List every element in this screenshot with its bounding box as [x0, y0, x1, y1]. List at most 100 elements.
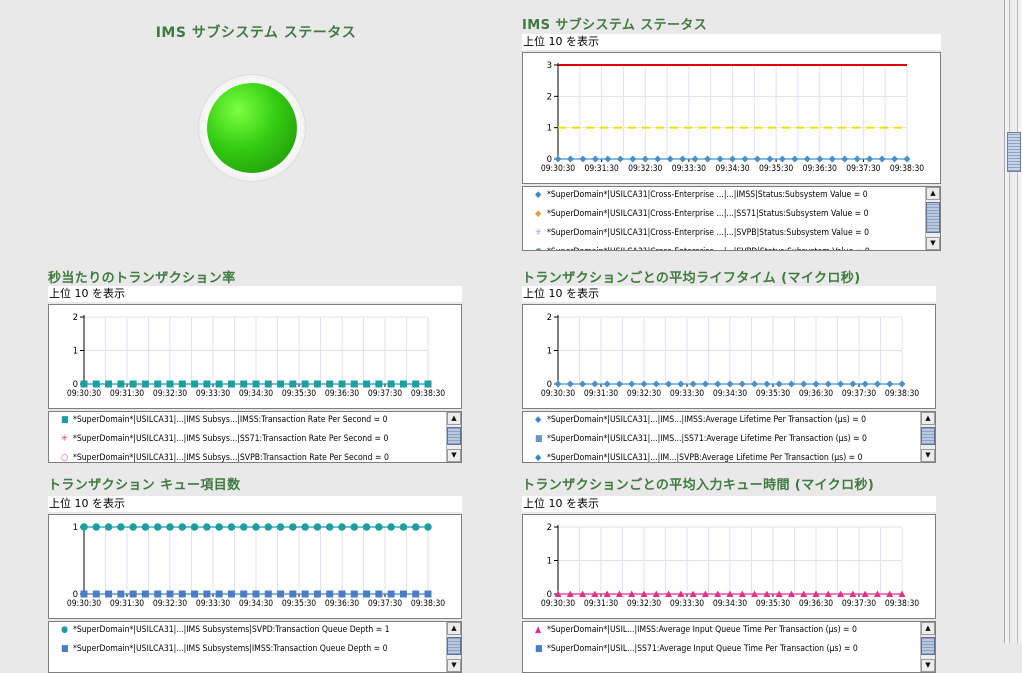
scroll-thumb[interactable] — [921, 637, 935, 655]
y-tick-label: 1 — [73, 347, 78, 357]
series-1 — [80, 590, 432, 598]
scroll-thumb[interactable] — [447, 637, 461, 655]
data-point — [591, 155, 599, 163]
legend-item[interactable]: ◆*SuperDomain*|USILCA31|Cross-Enterprise… — [535, 190, 868, 201]
y-tick-label: 1 — [547, 124, 552, 134]
scroll-down-icon[interactable]: ▼ — [921, 659, 935, 672]
scroll-up-icon[interactable]: ▲ — [447, 412, 461, 425]
legend-scrollbar[interactable]: ▲▼ — [446, 412, 461, 462]
x-tick-label: 09:36:30 — [803, 164, 837, 174]
x-tick-label: 09:31:30 — [584, 164, 618, 174]
legend-list[interactable]: ▲*SuperDomain*|USIL...|IMSS:Average Inpu… — [522, 621, 936, 673]
x-tick-label: 09:34:30 — [239, 599, 273, 609]
scroll-down-icon[interactable]: ▼ — [926, 237, 940, 250]
data-point — [640, 380, 648, 388]
data-point — [566, 380, 574, 388]
data-point — [828, 155, 836, 163]
legend-text: *SuperDomain*|USILCA31|Cross-Enterprise … — [547, 190, 868, 200]
y-tick-label: 1 — [547, 347, 552, 357]
scroll-down-icon[interactable]: ▼ — [447, 659, 461, 672]
data-point — [554, 590, 562, 597]
status-light-core — [207, 83, 297, 173]
data-point — [80, 590, 88, 598]
legend-marker-icon: ◆ — [535, 209, 542, 219]
page-scrollbar[interactable] — [1004, 0, 1022, 643]
x-tick-label: 09:33:30 — [196, 389, 230, 399]
page-scrollbar-thumb[interactable] — [1007, 132, 1021, 172]
data-point — [878, 155, 886, 163]
data-point — [411, 523, 420, 531]
scroll-thumb[interactable] — [921, 427, 935, 445]
data-point — [741, 155, 749, 163]
legend-scrollbar[interactable]: ▲▼ — [920, 622, 935, 672]
data-point — [117, 523, 125, 531]
legend-list[interactable]: ●*SuperDomain*|USILCA31|...|IMS Subsyste… — [48, 621, 462, 673]
data-point — [363, 380, 371, 388]
scroll-up-icon[interactable]: ▲ — [926, 187, 940, 200]
data-point — [665, 590, 673, 597]
legend-item[interactable]: ✳*SuperDomain*|USILCA31|Cross-Enterprise… — [535, 228, 869, 239]
data-point — [753, 155, 761, 163]
legend-item[interactable]: ◆*SuperDomain*|USILCA31|...|IM...|SVPB:A… — [535, 453, 863, 462]
legend-list[interactable]: ◆ *SuperDomain*|USILCA31|Cross-Enterprise… — [522, 186, 941, 251]
legend-scrollbar[interactable]: ▲▼ — [920, 412, 935, 462]
legend-item[interactable]: ○*SuperDomain*|USILCA31|...|IMS Subsys..… — [61, 453, 389, 463]
x-tick-label: 09:36:30 — [799, 599, 833, 609]
scroll-up-icon[interactable]: ▲ — [921, 412, 935, 425]
data-point — [816, 155, 824, 163]
scroll-down-icon[interactable]: ▼ — [921, 449, 935, 462]
x-tick-label: 09:37:30 — [846, 164, 880, 174]
legend-item[interactable]: ●*SuperDomain*|USILCA31|...|IMS Subsyste… — [61, 625, 390, 636]
scroll-thumb[interactable] — [447, 427, 461, 445]
data-point — [92, 523, 101, 531]
data-point — [387, 523, 395, 531]
scroll-up-icon[interactable]: ▲ — [447, 622, 461, 635]
data-point — [191, 590, 199, 598]
legend-item[interactable]: ■*SuperDomain*|USILCA31|...|IMS Subsys..… — [61, 415, 387, 426]
data-point — [679, 155, 687, 163]
data-point — [350, 380, 358, 388]
page-scrollbar-track[interactable] — [1009, 0, 1018, 643]
scroll-up-icon[interactable]: ▲ — [921, 622, 935, 635]
legend-scrollbar[interactable]: ▲▼ — [925, 187, 940, 250]
x-tick-label: 09:30:30 — [67, 389, 101, 399]
legend-item[interactable]: ◆*SuperDomain*|USILCA31|...|IMS...|IMSS:… — [535, 415, 866, 426]
legend-marker-icon: ■ — [535, 434, 543, 444]
legend-list[interactable]: ◆*SuperDomain*|USILCA31|...|IMS...|IMSS:… — [522, 411, 936, 463]
data-point — [399, 590, 407, 598]
data-point — [579, 155, 587, 163]
data-point — [716, 155, 724, 163]
legend-marker-icon: ✳ — [535, 228, 542, 238]
x-tick-label: 09:30:30 — [541, 164, 575, 174]
legend-item[interactable]: ●*SuperDomain*|USILCA31|Cross-Enterprise… — [535, 247, 870, 250]
scroll-down-icon[interactable]: ▼ — [447, 449, 461, 462]
y-tick-label: 2 — [547, 92, 552, 102]
legend-item[interactable]: ■*SuperDomain*|USILCA31|...|IMS Subsyste… — [61, 644, 388, 655]
legend-item[interactable]: ▲*SuperDomain*|USIL...|IMSS:Average Inpu… — [535, 625, 857, 636]
data-point — [227, 380, 235, 388]
y-tick-label: 0 — [73, 380, 78, 390]
legend-item[interactable]: ✳*SuperDomain*|USILCA31|...|IMS Subsys..… — [61, 434, 388, 445]
legend-item[interactable]: ◆*SuperDomain*|USILCA31|Cross-Enterprise… — [535, 209, 869, 220]
legend-text: *SuperDomain*|USILCA31|...|IMS Subsystem… — [73, 625, 390, 635]
legend-item[interactable]: ■*SuperDomain*|USIL...|SS71:Average Inpu… — [535, 644, 858, 655]
legend-list[interactable]: ■*SuperDomain*|USILCA31|...|IMS Subsys..… — [48, 411, 462, 463]
data-point — [141, 590, 149, 598]
legend-text: *SuperDomain*|USIL...|SS71:Average Input… — [547, 644, 858, 654]
legend-scrollbar[interactable]: ▲▼ — [446, 622, 461, 672]
data-point — [399, 523, 408, 531]
legend-text: *SuperDomain*|USILCA31|Cross-Enterprise … — [547, 247, 870, 250]
x-tick-label: 09:34:30 — [713, 389, 747, 399]
data-point — [714, 590, 722, 597]
data-point — [800, 590, 808, 597]
scroll-thumb[interactable] — [926, 202, 940, 233]
data-point — [873, 380, 881, 388]
legend-item[interactable]: ■*SuperDomain*|USILCA31|...|IMS...|SS71:… — [535, 434, 867, 445]
legend-text: *SuperDomain*|USILCA31|...|IMS Subsys...… — [73, 453, 389, 463]
data-point — [178, 590, 186, 598]
data-point — [240, 380, 248, 388]
data-point — [375, 380, 383, 388]
x-tick-label: 09:32:30 — [153, 599, 187, 609]
